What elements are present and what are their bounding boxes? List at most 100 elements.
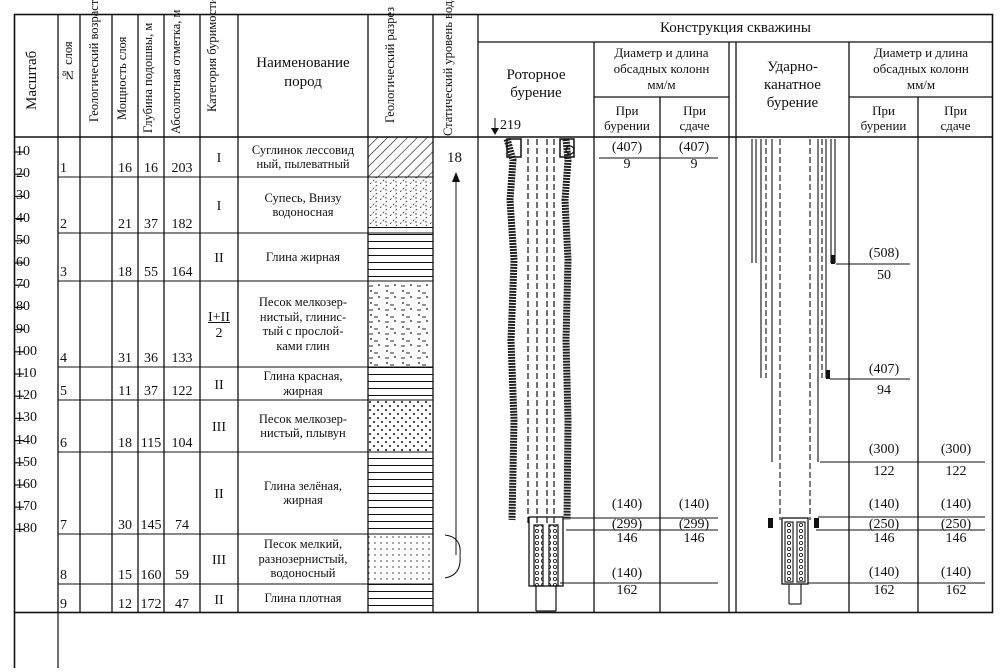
scale-label: 50 <box>16 232 30 248</box>
header-rotary-diam-3: мм/м <box>647 77 676 92</box>
layer-no: 3 <box>60 265 67 280</box>
scale-label: 180 <box>16 521 37 537</box>
rotary-casing-drill: (140) <box>611 497 643 512</box>
scale-label: 170 <box>16 499 37 515</box>
layer-rock-name: ками глин <box>276 338 330 353</box>
rotary-casing-hand: (299) <box>678 517 710 532</box>
rotary-casing-hand: (140) <box>678 497 710 512</box>
layer-rock-name: жирная <box>283 493 323 507</box>
layer-depth: 145 <box>140 518 162 533</box>
layer-category: I+II <box>208 310 230 325</box>
layer-thickness: 12 <box>118 597 132 612</box>
rotary-casing-drill: (299) <box>611 517 643 532</box>
scale-label: 80 <box>16 299 30 315</box>
scale-label: 150 <box>16 454 37 470</box>
scale-label: 70 <box>16 277 30 293</box>
rotary-casing-hand: 9 <box>690 157 698 172</box>
header-water-level: Статический уровень воды, м <box>441 0 455 136</box>
layer-depth: 115 <box>140 436 162 451</box>
header-rock-name-2: пород <box>284 74 322 90</box>
scale-label: 110 <box>16 366 37 381</box>
layer-rock-name: Глина красная, <box>263 369 343 383</box>
scale-label: 120 <box>16 388 37 404</box>
percussion-casing-hand: 122 <box>945 464 967 479</box>
layer-depth: 160 <box>140 568 162 583</box>
layer-rock-name: Песок мелкозер- <box>258 295 348 309</box>
percussion-casing-drill: 122 <box>873 464 895 479</box>
layer-no: 7 <box>60 518 67 533</box>
layer-no: 8 <box>60 568 67 583</box>
layer-rock-name: Песок мелкозер- <box>258 411 348 426</box>
layer-thickness: 15 <box>118 568 132 583</box>
layer-rock-name: тый с прослой- <box>262 324 344 338</box>
percussion-casing-drill: (508) <box>868 246 900 261</box>
layer-mark: 133 <box>171 351 193 366</box>
layer-mark: 122 <box>171 384 193 399</box>
header-thickness: Мощность слоя <box>115 36 129 120</box>
scale-label: 90 <box>16 321 30 337</box>
header-scale: Масштаб <box>24 50 40 110</box>
scale-label: 30 <box>16 188 30 204</box>
header-percussion-1: Ударно- <box>767 59 818 75</box>
layer-depth: 55 <box>144 265 158 280</box>
header-perc-at-drill-1: При <box>872 103 895 118</box>
percussion-casing-drill: (300) <box>868 442 900 457</box>
header-rotary-at-hand-1: При <box>683 103 706 118</box>
percussion-casing-hand: 162 <box>945 583 967 598</box>
scale-label: 10 <box>16 144 30 159</box>
water-level-value: 18 <box>447 150 462 166</box>
layer-rock-name: Глина зелёная, <box>264 478 342 493</box>
layer-depth: 16 <box>144 161 158 176</box>
percussion-casing-drill: 146 <box>873 531 895 546</box>
rotary-casing-drill: 9 <box>623 157 631 172</box>
layer-depth: 36 <box>144 351 158 366</box>
header-rotary-1: Роторное <box>506 67 566 83</box>
header-rotary-at-drill-1: При <box>615 103 639 118</box>
layer-mark: 74 <box>175 518 189 533</box>
layer-rock-name: ный, пылеватный <box>256 157 350 171</box>
layer-rock-name: нистый, глинис- <box>259 309 347 324</box>
layer-category-sub: 2 <box>215 326 223 341</box>
layer-no: 6 <box>60 436 67 451</box>
layer-mark: 47 <box>175 597 189 612</box>
layer-mark: 182 <box>171 217 193 232</box>
scale-label: 60 <box>16 255 30 270</box>
layer-no: 4 <box>60 351 67 366</box>
layer-rock-name: жирная <box>283 383 323 398</box>
percussion-casing-drill: (250) <box>868 517 900 532</box>
layer-no: 9 <box>60 597 67 612</box>
layer-thickness: 11 <box>118 384 132 399</box>
percussion-casing-drill: (140) <box>868 565 900 580</box>
header-perc-diam-3: мм/м <box>906 77 936 92</box>
header-layer-no: № слоя <box>61 41 75 83</box>
layer-no: 1 <box>60 161 67 176</box>
header-perc-diam-1: Диаметр и длина <box>873 45 969 60</box>
layer-rock-name: Суглинок лессовид <box>251 142 355 157</box>
header-geo-section: Геологический разрез <box>383 6 397 123</box>
layer-category: II <box>214 251 224 266</box>
header-rotary-diam-2: обсадных колонн <box>613 61 710 76</box>
header-bottom-depth: Глубина подошвы, м <box>141 22 155 134</box>
header-rotary-at-hand-2: сдаче <box>679 118 710 133</box>
layer-category: II <box>214 592 224 608</box>
scale-label: 160 <box>16 477 37 492</box>
layer-rock-name: Глина плотная <box>264 591 342 606</box>
percussion-casing-drill: 50 <box>877 268 891 283</box>
header-perc-diam-2: обсадных колонн <box>873 61 969 76</box>
layer-mark: 59 <box>175 568 189 583</box>
layer-rock-name: водоносная <box>272 205 334 219</box>
percussion-casing-hand: 146 <box>945 531 967 546</box>
header-percussion-2: канатное <box>764 77 821 93</box>
rotary-casing-hand: 146 <box>683 531 705 546</box>
layer-category: II <box>214 377 224 393</box>
layer-no: 5 <box>60 384 67 399</box>
layer-thickness: 30 <box>118 518 132 533</box>
percussion-casing-hand: (140) <box>940 565 972 580</box>
header-rotary-2: бурение <box>510 85 562 101</box>
percussion-casing-drill: (140) <box>868 497 900 512</box>
layer-depth: 172 <box>140 597 162 612</box>
header-perc-at-drill-2: бурении <box>860 118 907 133</box>
header-perc-at-hand-2: сдаче <box>940 118 971 133</box>
layer-thickness: 18 <box>118 436 132 451</box>
